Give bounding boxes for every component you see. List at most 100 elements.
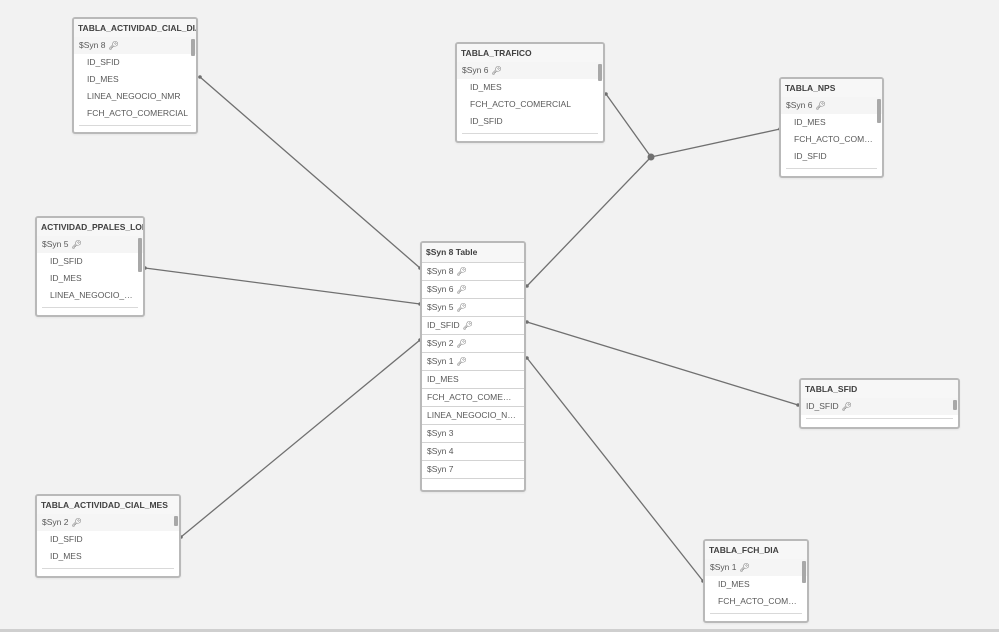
field-list[interactable]: $Syn 6🔑︎ ID_MES FCH_ACTO_COME... ID_SFID [781, 97, 882, 169]
link-hub-to-syn6 [526, 156, 652, 287]
field-list[interactable]: $Syn 5🔑︎ ID_SFID ID_MES LINEA_NEGOCIO_N.… [37, 236, 143, 308]
table-syn8[interactable]: $Syn 8 Table $Syn 8🔑︎ $Syn 6🔑︎ $Syn 5🔑︎ … [420, 241, 526, 492]
field-row[interactable]: ID_SFID [50, 256, 83, 266]
field-row-key[interactable]: ID_SFID🔑︎ [422, 317, 524, 335]
divider [79, 125, 191, 126]
key-icon: 🔑︎ [456, 303, 467, 312]
field-row-key[interactable]: $Syn 6🔑︎ [781, 97, 882, 114]
table-sfid[interactable]: TABLA_SFID ID_SFID🔑︎ [799, 378, 960, 429]
table-title: ACTIVIDAD_PPALES_LOB [37, 218, 143, 236]
scrollbar-thumb[interactable] [953, 400, 957, 410]
field-row[interactable]: FCH_ACTO_COME... [794, 134, 877, 144]
field-label: ID_SFID [806, 401, 839, 411]
key-icon: 🔑︎ [739, 563, 750, 572]
table-title: TABLA_FCH_DIA [705, 541, 807, 559]
field-row[interactable]: FCH_ACTO_COMERCIAL [422, 389, 524, 407]
field-row-key[interactable]: $Syn 5🔑︎ [37, 236, 143, 253]
field-row[interactable]: ID_MES [50, 551, 82, 561]
field-row[interactable]: LINEA_NEGOCIO_NMR [87, 91, 181, 101]
field-list[interactable]: $Syn 8🔑︎ ID_SFID ID_MES LINEA_NEGOCIO_NM… [74, 37, 196, 126]
field-label: $Syn 5 [42, 239, 69, 249]
field-row[interactable]: $Syn 7 [422, 461, 524, 479]
table-actividad-ppales-lob[interactable]: ACTIVIDAD_PPALES_LOB $Syn 5🔑︎ ID_SFID ID… [35, 216, 145, 317]
field-row[interactable]: ID_SFID [470, 116, 503, 126]
key-icon: 🔑︎ [71, 518, 82, 527]
key-icon: 🔑︎ [456, 285, 467, 294]
field-row[interactable]: ID_MES [794, 117, 826, 127]
field-row[interactable]: ID_SFID [50, 534, 83, 544]
field-list[interactable]: $Syn 2🔑︎ ID_SFID ID_MES [37, 514, 179, 569]
key-icon: 🔑︎ [456, 357, 467, 366]
field-row[interactable]: $Syn 3 [422, 425, 524, 443]
field-row-key[interactable]: $Syn 8🔑︎ [422, 263, 524, 281]
field-row[interactable]: ID_MES [470, 82, 502, 92]
field-label: $Syn 1 [427, 356, 454, 366]
table-nps[interactable]: TABLA_NPS $Syn 6🔑︎ ID_MES FCH_ACTO_COME.… [779, 77, 884, 178]
field-list[interactable]: ID_SFID🔑︎ [801, 398, 958, 419]
field-row-key[interactable]: $Syn 1🔑︎ [422, 353, 524, 371]
field-row[interactable]: LINEA_NEGOCIO_NMR [422, 407, 524, 425]
link-fch-dia-to-syn1 [526, 357, 704, 582]
table-fch-dia[interactable]: TABLA_FCH_DIA $Syn 1🔑︎ ID_MES FCH_ACTO_C… [703, 539, 809, 623]
field-row[interactable]: FCH_ACTO_COMERCIAL [470, 99, 571, 109]
field-row-key[interactable]: $Syn 6🔑︎ [457, 62, 603, 79]
field-row-key[interactable]: $Syn 8🔑︎ [74, 37, 196, 54]
table-trafico[interactable]: TABLA_TRAFICO $Syn 6🔑︎ ID_MES FCH_ACTO_C… [455, 42, 605, 143]
field-row[interactable]: $Syn 4 [422, 443, 524, 461]
key-icon: 🔑︎ [456, 339, 467, 348]
field-label: $Syn 2 [42, 517, 69, 527]
scrollbar-thumb[interactable] [138, 238, 142, 272]
scrollbar-thumb[interactable] [877, 99, 881, 123]
scrollbar-thumb[interactable] [191, 39, 195, 56]
field-label: $Syn 6 [427, 284, 454, 294]
key-icon: 🔑︎ [108, 41, 119, 50]
field-label: $Syn 8 [79, 40, 106, 50]
field-row[interactable]: LINEA_NEGOCIO_N... [50, 290, 138, 300]
field-row-key[interactable]: $Syn 2🔑︎ [37, 514, 179, 531]
field-list[interactable]: $Syn 1🔑︎ ID_MES FCH_ACTO_COME... [705, 559, 807, 614]
field-row[interactable]: ID_MES [422, 371, 524, 389]
scrollbar-thumb[interactable] [174, 516, 178, 526]
field-row-key[interactable]: ID_SFID🔑︎ [801, 398, 958, 415]
divider [806, 418, 953, 419]
scrollbar-thumb[interactable] [598, 64, 602, 81]
key-icon: 🔑︎ [462, 321, 473, 330]
key-icon: 🔑︎ [491, 66, 502, 75]
field-row[interactable]: FCH_ACTO_COME... [718, 596, 801, 606]
field-list[interactable]: $Syn 6🔑︎ ID_MES FCH_ACTO_COMERCIAL ID_SF… [457, 62, 603, 134]
key-icon: 🔑︎ [841, 402, 852, 411]
table-actividad-cial-dia[interactable]: TABLA_ACTIVIDAD_CIAL_DIA $Syn 8🔑︎ ID_SFI… [72, 17, 198, 134]
field-row[interactable]: ID_MES [50, 273, 82, 283]
scrollbar-thumb[interactable] [802, 561, 806, 583]
table-actividad-cial-mes[interactable]: TABLA_ACTIVIDAD_CIAL_MES $Syn 2🔑︎ ID_SFI… [35, 494, 181, 578]
field-row-key[interactable]: $Syn 6🔑︎ [422, 281, 524, 299]
divider [42, 568, 174, 569]
table-title: TABLA_NPS [781, 79, 882, 97]
link-hub-node[interactable] [647, 153, 655, 161]
field-row-key[interactable]: $Syn 1🔑︎ [705, 559, 807, 576]
field-row[interactable]: ID_MES [718, 579, 750, 589]
key-icon: 🔑︎ [815, 101, 826, 110]
field-row[interactable]: ID_MES [87, 74, 119, 84]
divider [786, 168, 877, 169]
divider [462, 133, 598, 134]
field-row[interactable]: FCH_ACTO_COMERCIAL [87, 108, 188, 118]
field-row[interactable]: ID_SFID [87, 57, 120, 67]
field-row-key[interactable]: $Syn 5🔑︎ [422, 299, 524, 317]
field-list[interactable]: $Syn 8🔑︎ $Syn 6🔑︎ $Syn 5🔑︎ ID_SFID🔑︎ $Sy… [422, 263, 524, 479]
field-label: $Syn 8 [427, 266, 454, 276]
table-title: TABLA_ACTIVIDAD_CIAL_DIA [74, 19, 196, 37]
key-icon: 🔑︎ [71, 240, 82, 249]
link-nps-to-hub [650, 128, 781, 158]
table-title: $Syn 8 Table [422, 243, 524, 263]
field-label: ID_SFID [427, 320, 460, 330]
field-row-key[interactable]: $Syn 2🔑︎ [422, 335, 524, 353]
field-label: $Syn 5 [427, 302, 454, 312]
field-label: $Syn 1 [710, 562, 737, 572]
field-label: $Syn 6 [786, 100, 813, 110]
link-sfid-to-idsfid [526, 321, 799, 406]
field-row[interactable]: ID_SFID [794, 151, 827, 161]
table-title: TABLA_TRAFICO [457, 44, 603, 62]
link-trafico-to-hub [605, 93, 652, 158]
